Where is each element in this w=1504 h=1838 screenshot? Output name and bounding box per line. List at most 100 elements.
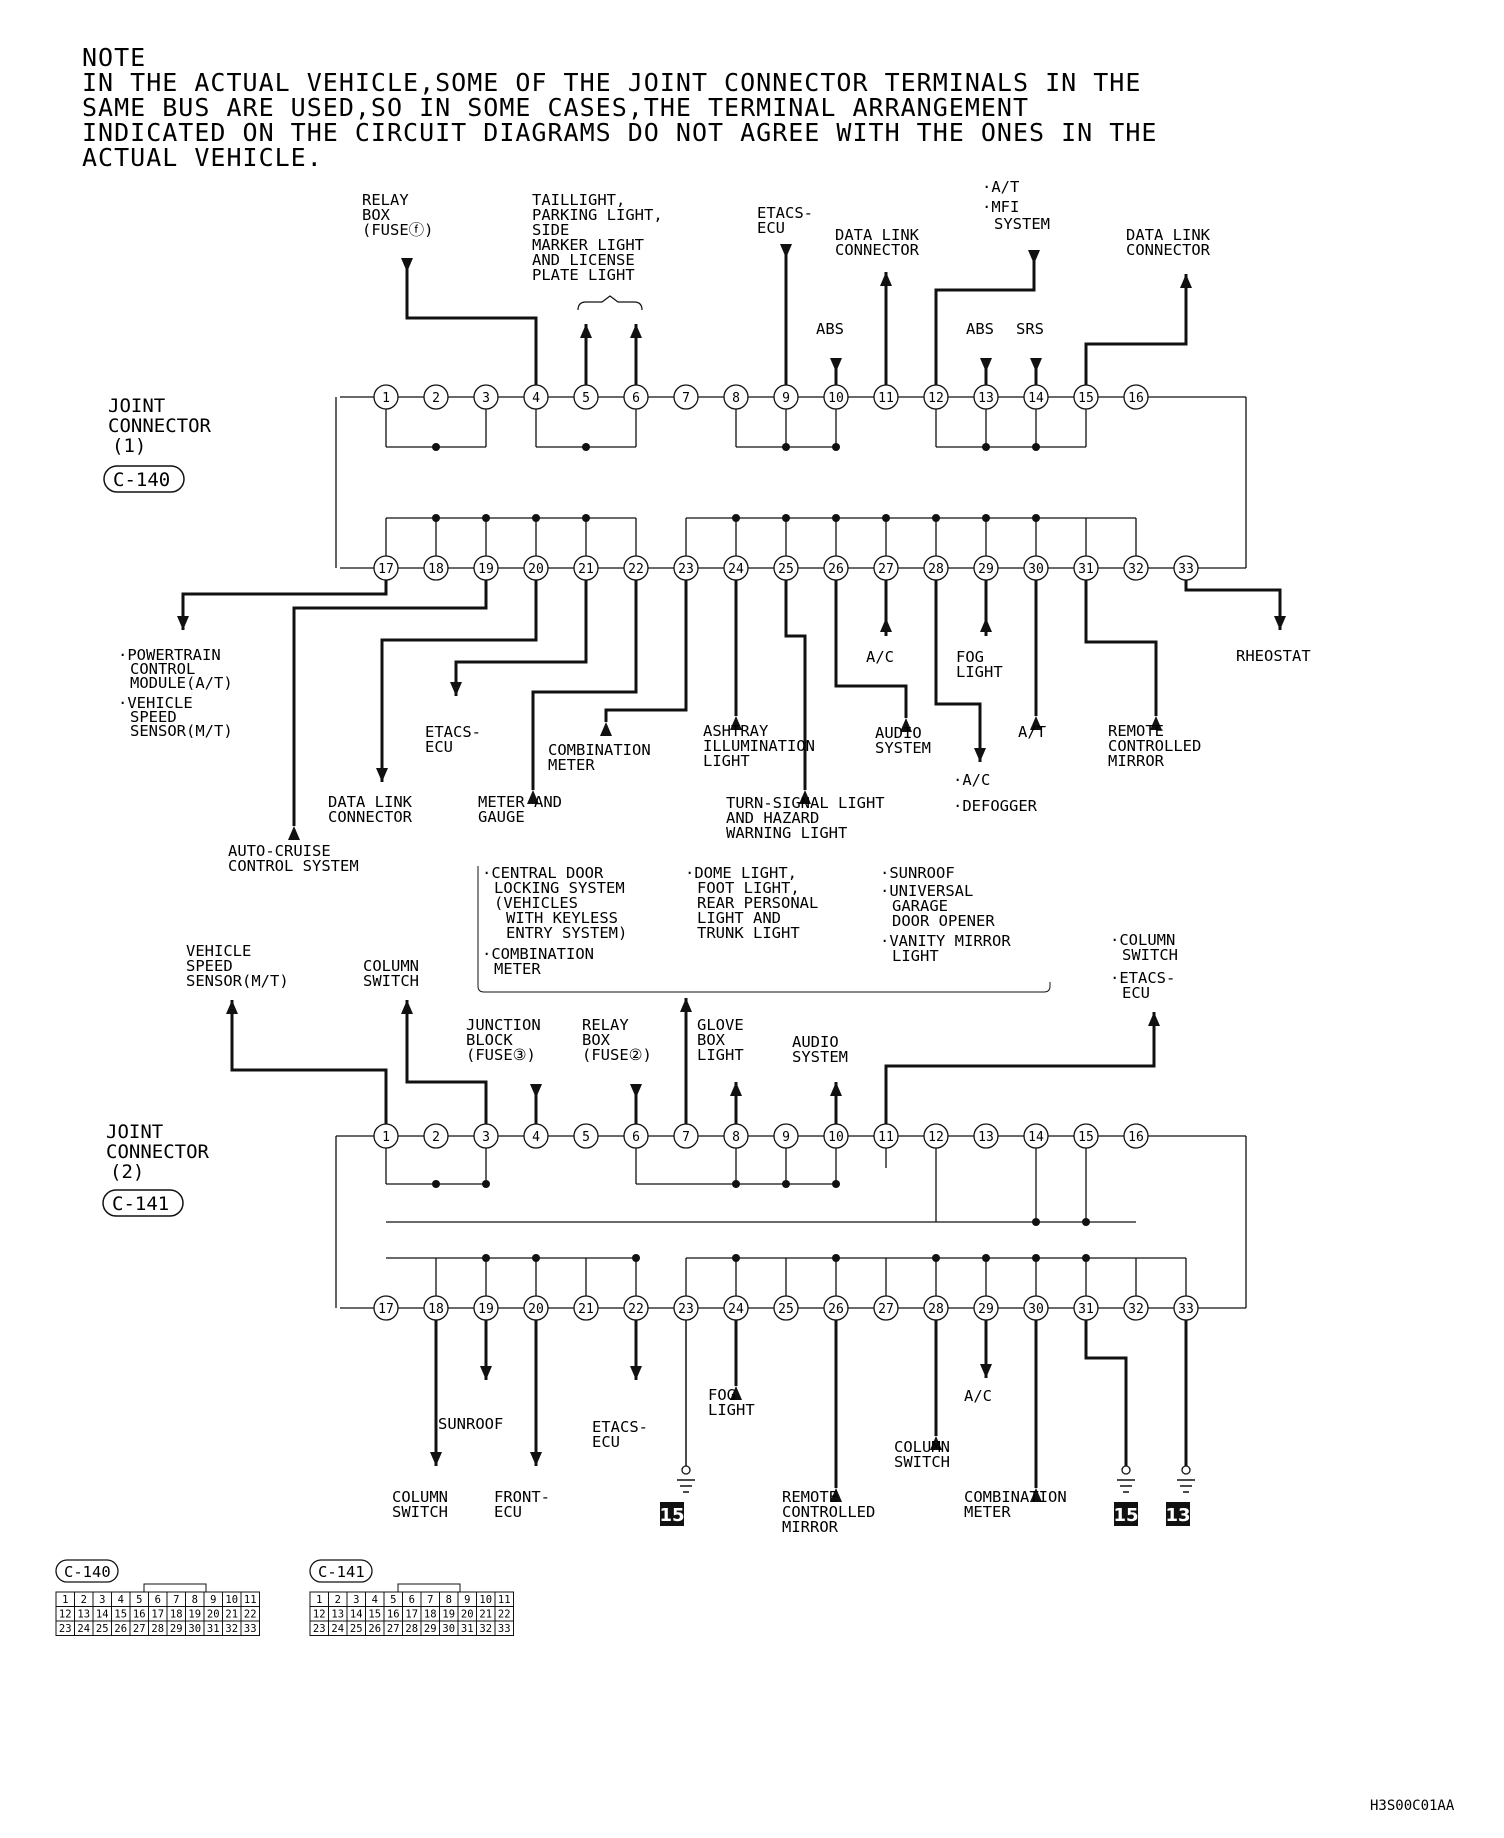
label-line: ·VEHICLE xyxy=(118,694,193,712)
arrow-up-icon xyxy=(880,272,892,286)
label-line: MARKER LIGHT xyxy=(532,236,644,254)
pin-grid-number: 12 xyxy=(313,1609,326,1621)
label-line: FOOT LIGHT, xyxy=(697,879,800,897)
label-line: ·DOME LIGHT, xyxy=(685,864,797,882)
arrow-down-icon xyxy=(450,682,462,696)
junction-dot xyxy=(482,1254,490,1262)
arrow-down-icon xyxy=(630,1366,642,1380)
wire-combination-meter xyxy=(604,580,688,722)
middle-box-col-3: ·SUNROOF ·UNIVERSAL GARAGE DOOR OPENER ·… xyxy=(880,864,1011,965)
label-line: JUNCTION xyxy=(466,1016,541,1034)
terminal-number: 27 xyxy=(878,562,894,577)
pin-grid-number: 9 xyxy=(210,1594,216,1606)
terminal-number: 21 xyxy=(578,1302,594,1317)
terminal-pin xyxy=(1023,1123,1049,1149)
arrow-down-icon xyxy=(1030,358,1042,372)
label-data-link-top-a: DATA LINK CONNECTOR xyxy=(835,226,920,259)
junction-dot xyxy=(982,443,990,451)
label-line: TURN-SIGNAL LIGHT xyxy=(726,794,885,812)
terminal-number: 8 xyxy=(732,391,740,406)
pin-grid-number: 28 xyxy=(405,1623,418,1635)
label-meter-gauge: METER AND GAUGE xyxy=(478,793,562,826)
label-line: COMBINATION xyxy=(964,1488,1067,1506)
junction-dot xyxy=(632,1254,640,1262)
junction-dot xyxy=(782,514,790,522)
wire-data-link-bottom xyxy=(380,580,538,782)
note-line-1: IN THE ACTUAL VEHICLE,SOME OF THE JOINT … xyxy=(82,68,1141,97)
pin-grid-number: 33 xyxy=(244,1623,257,1635)
junction-dot xyxy=(582,514,590,522)
terminal-number: 1 xyxy=(382,1130,390,1145)
label-line: GAUGE xyxy=(478,808,525,826)
label-line: TRUNK LIGHT xyxy=(697,924,800,942)
terminal-number: 13 xyxy=(978,1130,994,1145)
arrow-up-icon xyxy=(1150,716,1162,730)
label-line: ECU xyxy=(757,219,785,237)
arrow-up-icon xyxy=(930,1436,942,1450)
label-column-etacs: ·COLUMN SWITCH ·ETACS- ECU xyxy=(1110,931,1178,1002)
junction-dot xyxy=(1032,514,1040,522)
terminal-number: 22 xyxy=(628,562,644,577)
junction-dot xyxy=(482,514,490,522)
ground-badge xyxy=(660,1502,684,1526)
connector-2-code-badge xyxy=(102,1189,184,1217)
pin-grid-number: 26 xyxy=(114,1623,127,1635)
label-line: TAILLIGHT, xyxy=(532,191,625,209)
label-line: LIGHT xyxy=(703,752,750,770)
label-ac-27: A/C xyxy=(866,648,894,666)
connector-1-code-badge xyxy=(103,465,185,493)
pin-grid-number: 6 xyxy=(409,1594,415,1606)
pin-grid-code: C-140 xyxy=(64,1563,111,1581)
terminal-number: 32 xyxy=(1128,562,1144,577)
label-sunroof-19: SUNROOF xyxy=(438,1415,503,1433)
label-line: LOCKING SYSTEM xyxy=(494,879,625,897)
pin-grid-number: 4 xyxy=(118,1594,124,1606)
pin-grid-code: C-141 xyxy=(318,1563,365,1581)
label-line: ETACS- xyxy=(757,204,813,222)
label-line: ·VANITY MIRROR xyxy=(880,932,1011,950)
pin-grid-number: 1 xyxy=(316,1594,322,1606)
label-line: CONNECTOR xyxy=(328,808,413,826)
pin-grid-number: 5 xyxy=(390,1594,396,1606)
ground-badge xyxy=(1166,1502,1190,1526)
arrow-up-icon xyxy=(730,716,742,730)
pin-grid-number: 15 xyxy=(114,1609,127,1621)
pin-grid-number: 8 xyxy=(446,1594,452,1606)
arrow-up-icon xyxy=(288,826,300,840)
junction-dot xyxy=(832,1254,840,1262)
junction-dot xyxy=(832,1180,840,1188)
connector-1-top-labels: RELAY BOX (FUSEⓕ) TAILLIGHT, PARKING LIG… xyxy=(362,178,1211,338)
terminal-number: 1 xyxy=(382,391,390,406)
wire-relay-box xyxy=(405,258,538,385)
label-line: ENTRY SYSTEM) xyxy=(506,924,627,942)
label-line: DOOR OPENER xyxy=(892,912,995,930)
arrow-down-icon xyxy=(1274,616,1286,630)
terminal-number: 30 xyxy=(1028,1302,1044,1317)
label-line: AND LICENSE xyxy=(532,251,635,269)
label-fog-light-24: FOG LIGHT xyxy=(708,1386,755,1419)
wire-audio xyxy=(834,580,908,718)
connector-1-title-line: CONNECTOR xyxy=(108,415,212,437)
pin-grid-number: 19 xyxy=(442,1609,455,1621)
terminal-number: 20 xyxy=(528,1302,544,1317)
label-front-ecu: FRONT- ECU xyxy=(494,1488,550,1521)
arrow-down-icon xyxy=(830,358,842,372)
pin-grid-number: 4 xyxy=(372,1594,378,1606)
terminal-number: 7 xyxy=(682,1130,690,1145)
arrow-down-icon xyxy=(177,616,189,630)
label-remote-mirror-26: REMOTE CONTROLLED MIRROR xyxy=(782,1488,875,1536)
pin-grid-number: 9 xyxy=(464,1594,470,1606)
label-line: LIGHT xyxy=(697,1046,744,1064)
label-line: PLATE LIGHT xyxy=(532,266,635,284)
pin-grid-number: 11 xyxy=(498,1594,511,1606)
label-line: ·POWERTRAIN xyxy=(118,646,221,664)
junction-dot xyxy=(732,1254,740,1262)
label-line: FOG xyxy=(956,648,984,666)
connector-2-title: JOINT CONNECTOR (2) C-141 xyxy=(102,1121,210,1217)
pin-grid-number: 32 xyxy=(225,1623,238,1635)
label-combination-meter-22: COMBINATION METER xyxy=(548,741,651,774)
junction-dot xyxy=(432,443,440,451)
junction-dot xyxy=(1032,1254,1040,1262)
label-line: ·UNIVERSAL xyxy=(880,882,973,900)
